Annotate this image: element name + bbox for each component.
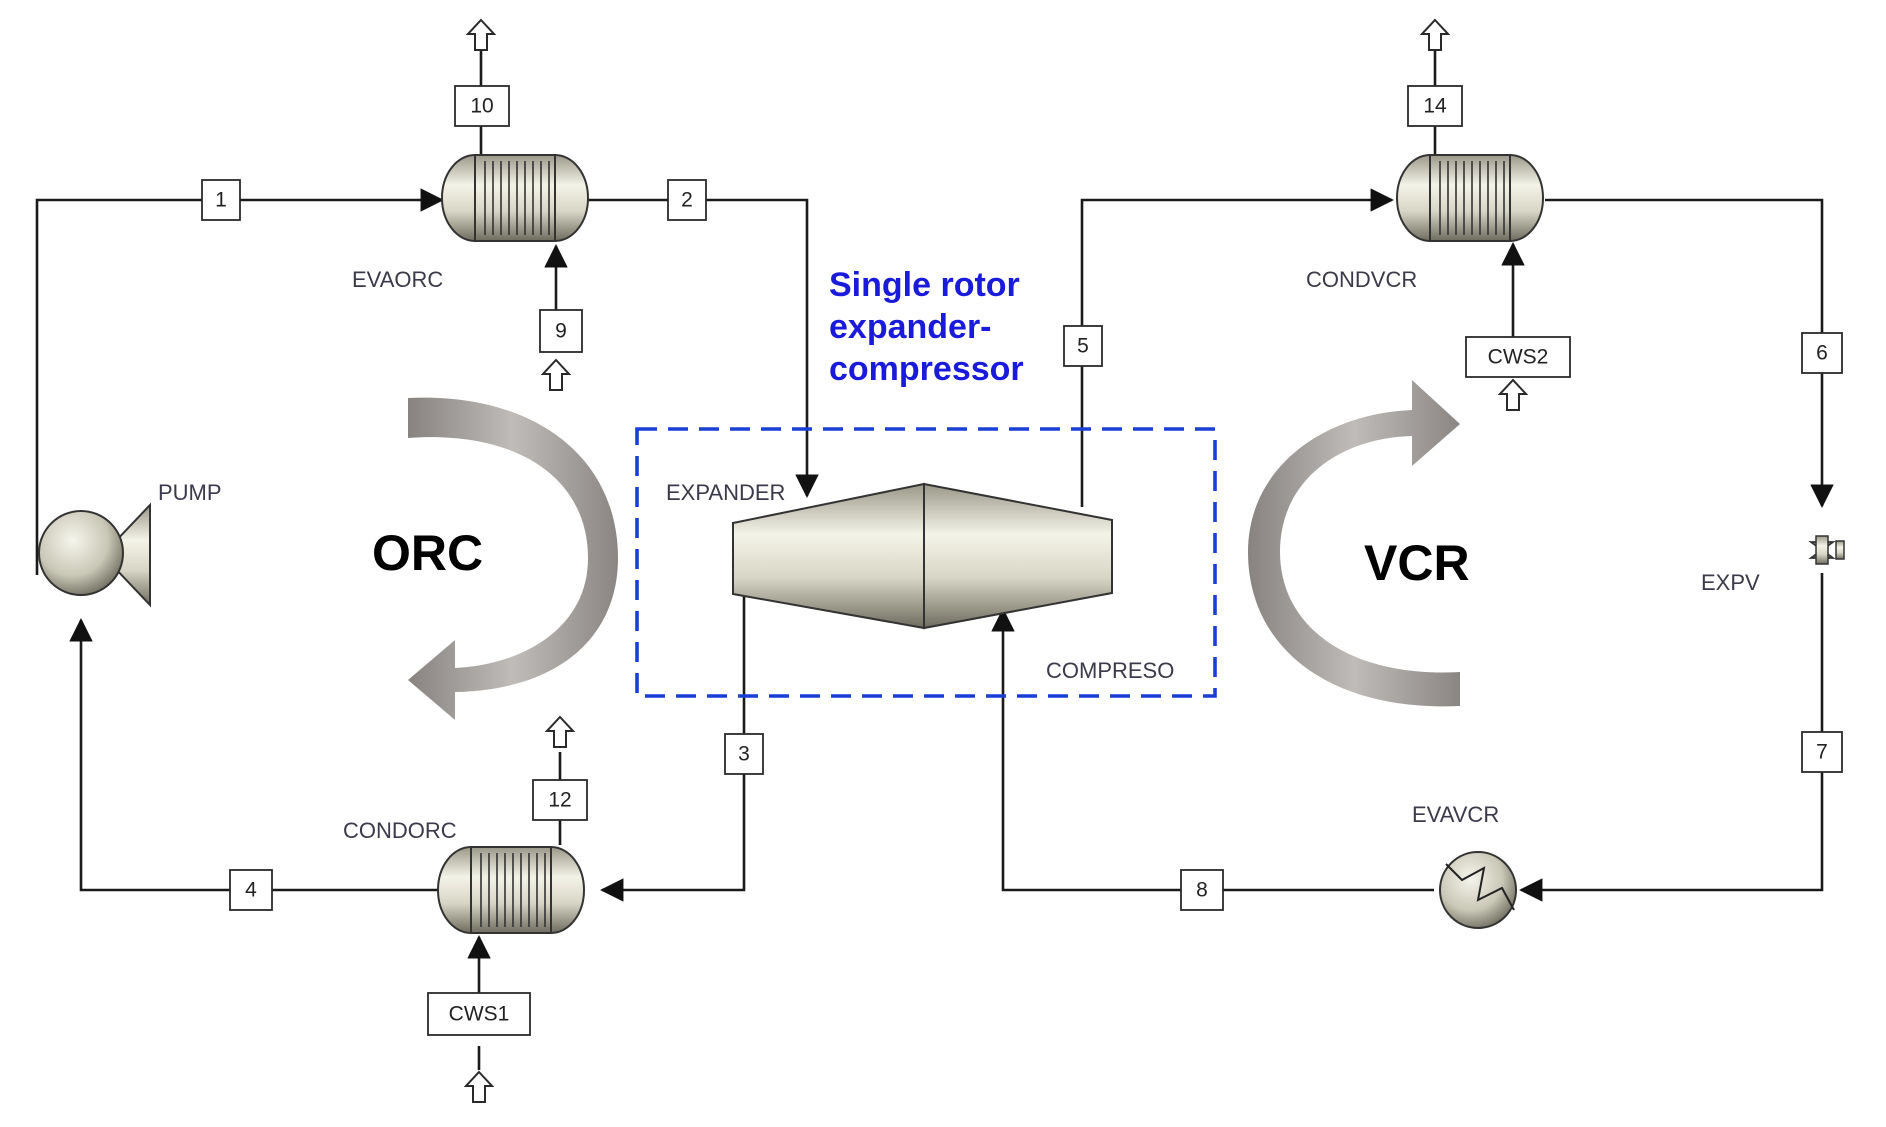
stream-14-label[interactable]: 14 [1407, 85, 1463, 127]
stream-1-line [35, 188, 444, 575]
expander-compressor-icon[interactable] [732, 482, 1113, 630]
svg-text:3: 3 [738, 743, 750, 766]
stream-6-line [1545, 198, 1834, 508]
stream-cws1-label[interactable]: CWS1 [427, 992, 531, 1036]
stream-9-label[interactable]: 9 [539, 309, 583, 353]
condorc-heat-exchanger-icon[interactable] [437, 846, 585, 934]
svg-text:8: 8 [1196, 879, 1208, 902]
annotation-line-2: expander- [829, 308, 992, 346]
pump-icon[interactable] [38, 502, 151, 608]
stream-6-label[interactable]: 6 [1801, 332, 1843, 374]
evavcr-heat-exchanger-icon[interactable] [1439, 851, 1517, 929]
annotation-line-3: compressor [829, 350, 1024, 388]
orc-cycle-arrow-icon [408, 397, 618, 720]
stream-3-label[interactable]: 3 [724, 733, 764, 775]
orc-cycle-label: ORC [372, 525, 483, 581]
expander-label: EXPANDER [666, 480, 785, 505]
vcr-cycle-label: VCR [1364, 535, 1470, 591]
compressor-label: COMPRESO [1046, 658, 1174, 683]
stream-10-outlet-arrow-icon [467, 19, 495, 51]
stream-3-line [600, 596, 746, 902]
stream-12-outlet-arrow-icon [546, 716, 574, 748]
svg-text:CWS1: CWS1 [449, 1003, 510, 1026]
stream-7-label[interactable]: 7 [1801, 731, 1843, 773]
svg-text:14: 14 [1423, 95, 1447, 118]
svg-text:6: 6 [1816, 342, 1828, 365]
svg-text:4: 4 [245, 879, 257, 902]
svg-text:9: 9 [555, 320, 567, 343]
stream-5-line [1080, 188, 1394, 507]
svg-text:10: 10 [470, 95, 493, 118]
condvcr-heat-exchanger-icon[interactable] [1396, 154, 1544, 242]
stream-9-inlet-arrow-icon [542, 359, 570, 391]
stream-2-label[interactable]: 2 [667, 179, 707, 221]
stream-10-label[interactable]: 10 [454, 85, 510, 127]
svg-text:2: 2 [681, 189, 693, 212]
condvcr-label: CONDVCR [1306, 267, 1417, 292]
stream-4-line [69, 618, 438, 892]
stream-cws2-label[interactable]: CWS2 [1465, 336, 1571, 378]
condorc-label: CONDORC [343, 818, 457, 843]
vcr-cycle-arrow-icon [1248, 380, 1460, 707]
svg-text:1: 1 [215, 189, 227, 212]
svg-text:5: 5 [1077, 335, 1089, 358]
evavcr-label: EVAVCR [1412, 802, 1499, 827]
stream-1-label[interactable]: 1 [201, 179, 241, 221]
stream-8-line [991, 608, 1434, 892]
svg-text:CWS2: CWS2 [1488, 346, 1549, 369]
annotation-line-1: Single rotor [829, 266, 1020, 304]
stream-2-line [587, 198, 819, 498]
svg-text:7: 7 [1816, 741, 1828, 764]
stream-4-label[interactable]: 4 [229, 869, 273, 911]
stream-cws1-inlet-arrow-icon [465, 1071, 493, 1103]
stream-8-label[interactable]: 8 [1180, 869, 1224, 911]
stream-5-label[interactable]: 5 [1063, 325, 1103, 367]
expv-valve-icon[interactable] [1808, 535, 1845, 565]
stream-7-line [1519, 573, 1824, 902]
stream-14-outlet-arrow-icon [1421, 19, 1449, 51]
stream-cws2-inlet-arrow-icon [1499, 379, 1527, 411]
evaorc-label: EVAORC [352, 267, 443, 292]
svg-text:12: 12 [548, 789, 571, 812]
single-rotor-dashed-box [635, 427, 1217, 698]
evaorc-heat-exchanger-icon[interactable] [441, 154, 589, 242]
stream-12-label[interactable]: 12 [532, 779, 588, 821]
pump-label: PUMP [158, 480, 222, 505]
expv-label: EXPV [1701, 570, 1760, 595]
